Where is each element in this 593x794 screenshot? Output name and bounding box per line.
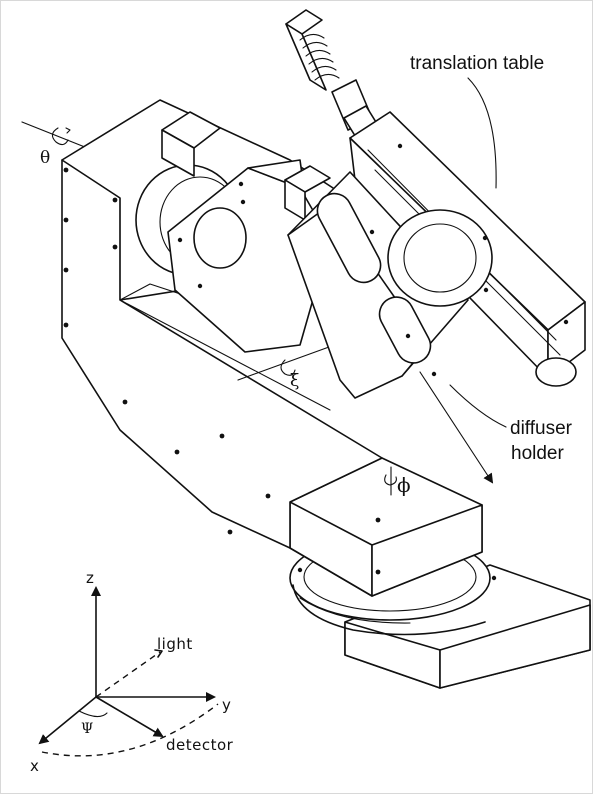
diffuser-holder [287,171,493,399]
rail-knob [535,357,577,387]
coordinate-system [38,586,219,757]
arm-screws [63,167,381,575]
x-label: x [30,757,39,775]
phi-axis-symbol [384,466,397,496]
theta-label: θ [40,148,50,168]
xi-axis [237,342,341,381]
diffuser-label: diffuser [510,418,573,439]
psi-arc-dashed [41,703,219,757]
psi-label: Ψ [81,721,93,737]
y-label: y [222,696,231,714]
psi-angle-arc [78,710,108,718]
translation-table-leader [467,77,497,189]
holder-slot-2 [378,296,432,364]
x-axis [38,696,97,745]
z-label: z [86,569,94,587]
light-label: light [157,635,193,653]
light-direction [95,651,161,698]
detector-label: detector [166,736,234,754]
xi-label: ξ [290,371,299,391]
cradle-plate [167,159,331,353]
cradle-hole [193,207,247,269]
holder-slot-1 [316,192,382,284]
translation-table-assembly [285,9,586,484]
diffuser-normal-arrow [419,371,494,484]
holder-label: holder [511,443,564,464]
detector-direction [95,696,164,738]
translation-table-label: translation table [410,53,544,74]
phi-label: ϕ [397,473,411,497]
base-block-side [439,604,591,689]
phi-box-side [371,504,483,597]
diffuser-leader [449,384,507,428]
